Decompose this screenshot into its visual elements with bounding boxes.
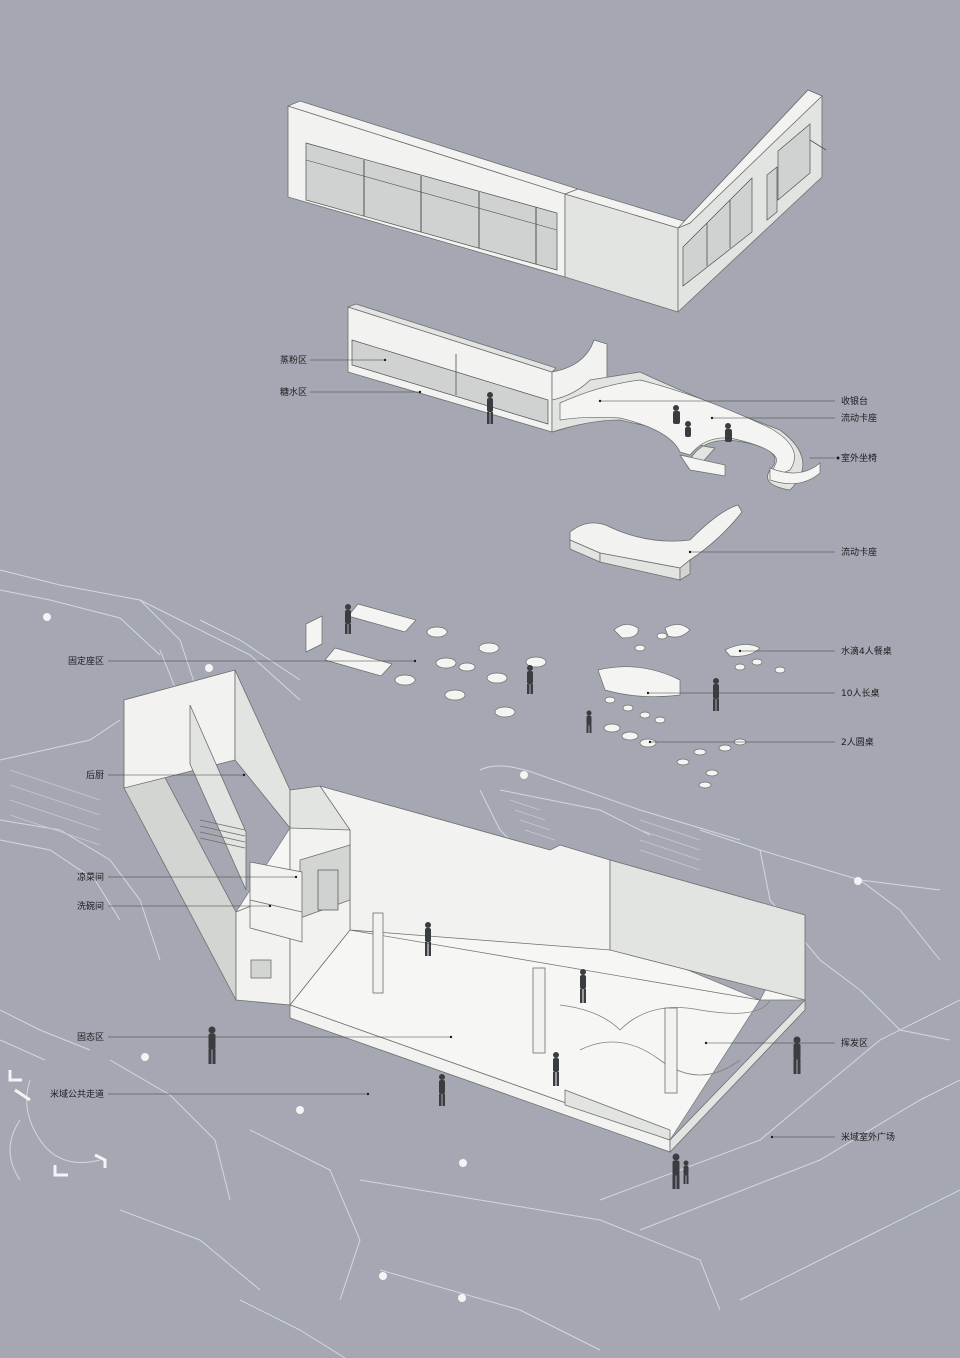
leader-lines (108, 358, 840, 1139)
label-shuidi: 水滴4人餐桌 (841, 645, 892, 657)
label-shiwai-zuoyi: 室外坐椅 (841, 452, 877, 464)
counter-and-booth (346, 303, 821, 491)
loose-furniture (305, 603, 786, 789)
label-kazuo-2: 流动卡座 (841, 546, 877, 558)
label-zoudao: 米域公共走道 (50, 1088, 104, 1100)
label-xiwan: 洗碗间 (77, 900, 104, 912)
area-labels: 蒸粉区 糖水区 收银台 流动卡座 室外坐椅 流动卡座 固定座区 水滴4人餐桌 1… (50, 354, 895, 1143)
facade-shell (286, 89, 827, 313)
label-liangcai: 凉菜间 (77, 871, 104, 883)
label-gutai: 固态区 (77, 1031, 104, 1043)
label-kazuo-1: 流动卡座 (841, 412, 877, 424)
label-houchu: 后厨 (86, 770, 104, 781)
label-changzhuo: 10人长桌 (841, 687, 879, 699)
label-huifa: 挥发区 (841, 1037, 868, 1049)
label-guangchang: 米域室外广场 (841, 1131, 895, 1143)
main-floor-shell (123, 669, 806, 1154)
label-yanfen: 蒸粉区 (280, 354, 307, 366)
label-shouyin: 收银台 (841, 395, 868, 407)
label-guding: 固定座区 (68, 655, 104, 667)
people-figures (208, 392, 801, 1189)
label-yuanzhuo: 2人圆桌 (841, 736, 874, 748)
site-plan-underlay (0, 569, 960, 1358)
label-tangshui: 糖水区 (280, 386, 307, 398)
